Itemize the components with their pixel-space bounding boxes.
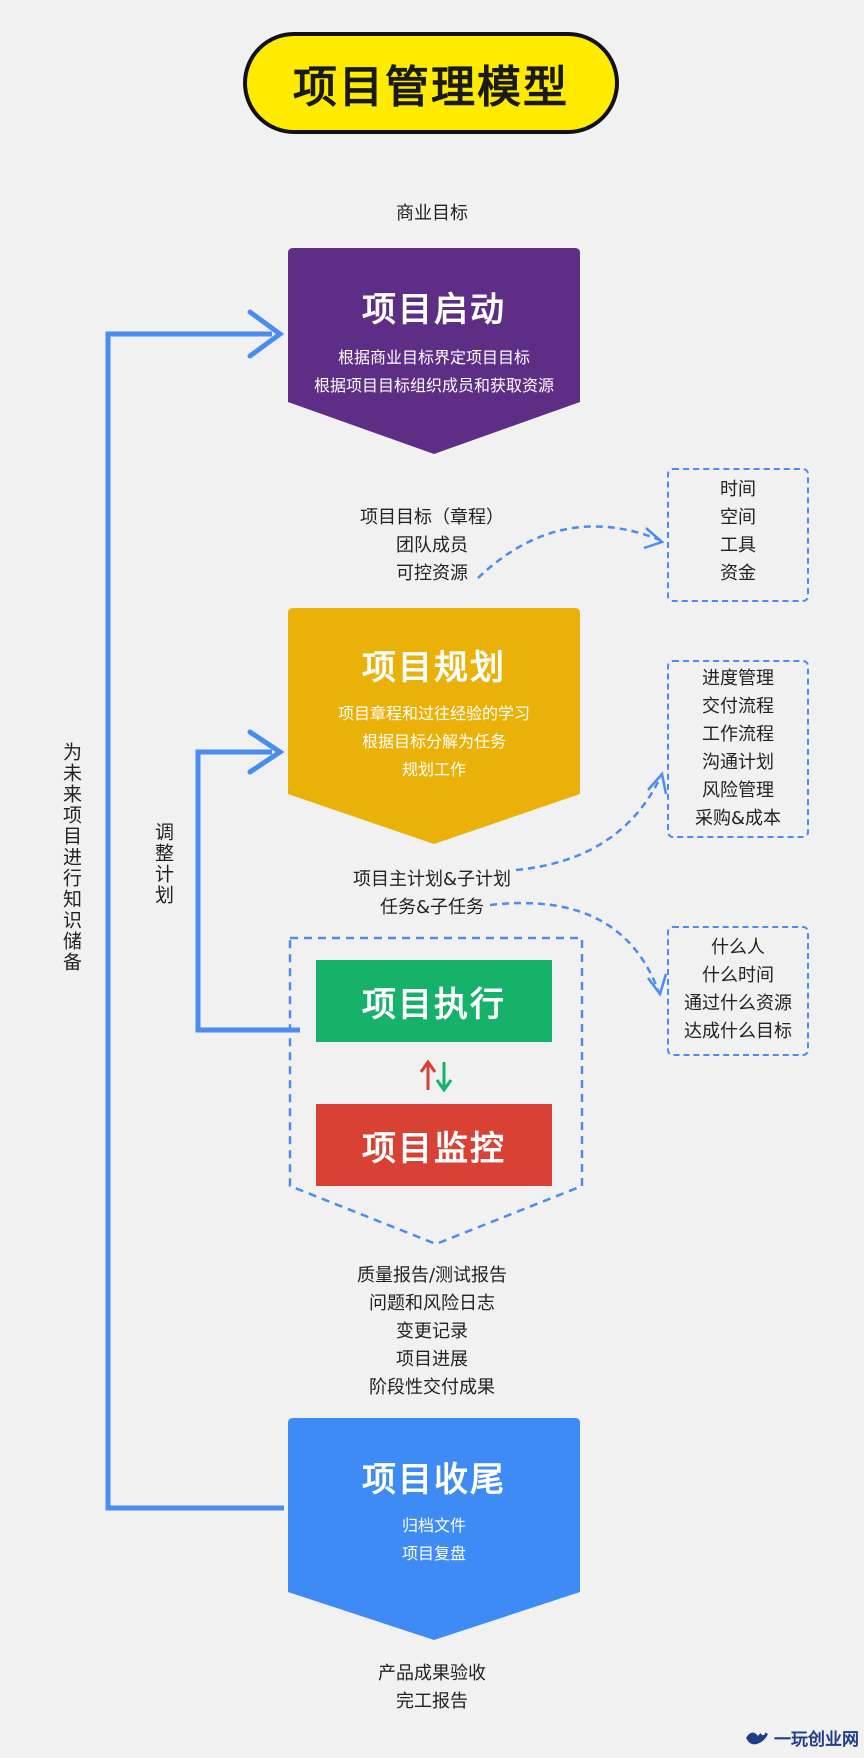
adjust-plan-label: 调整计划 bbox=[152, 822, 174, 906]
closing-output-item: 产品成果验收 bbox=[378, 1663, 486, 1684]
closing-desc-1: 归档文件 bbox=[401, 1516, 466, 1535]
watermark: 一玩创业网 bbox=[735, 1722, 859, 1752]
initiation-output-item: 项目目标（章程） bbox=[360, 507, 504, 528]
stage-closing: 项目收尾 归档文件 项目复盘 bbox=[288, 1418, 580, 1640]
plan-item: 工作流程 bbox=[702, 724, 774, 745]
resource-curve-head bbox=[643, 527, 665, 550]
resource-item: 时间 bbox=[720, 479, 756, 500]
stage-initiation: 项目启动 根据商业目标界定项目目标 根据项目目标组织成员和获取资源 bbox=[288, 248, 580, 454]
resource-item: 空间 bbox=[720, 507, 756, 528]
adjust-plan-line bbox=[195, 749, 300, 1033]
execution-outputs: 质量报告/测试报告 问题和风险日志 变更记录 项目进展 阶段性交付成果 bbox=[312, 1262, 552, 1402]
closing-shape bbox=[288, 1418, 580, 1640]
plan-box: 进度管理 交付流程 工作流程 沟通计划 风险管理 采购&成本 bbox=[667, 660, 809, 838]
initiation-title: 项目启动 bbox=[362, 290, 506, 330]
initiation-desc-2: 根据项目目标组织成员和获取资源 bbox=[313, 376, 554, 395]
plan-item: 进度管理 bbox=[702, 668, 774, 689]
plan-item: 采购&成本 bbox=[694, 808, 782, 829]
execution-output-item: 质量报告/测试报告 bbox=[356, 1265, 508, 1286]
plan-curve-head bbox=[647, 771, 668, 795]
planning-output-item: 项目主计划&子计划 bbox=[352, 869, 512, 890]
down-arrow-icon bbox=[435, 1062, 453, 1093]
task-item: 达成什么目标 bbox=[684, 1021, 792, 1042]
task-item: 通过什么资源 bbox=[684, 993, 792, 1014]
initiation-outputs: 项目目标（章程） 团队成员 可控资源 bbox=[312, 504, 552, 588]
stage-execution: 项目执行 bbox=[316, 960, 552, 1042]
plan-item: 风险管理 bbox=[702, 780, 774, 801]
plan-curve bbox=[515, 777, 662, 872]
knowledge-feedback-arrowhead bbox=[247, 309, 285, 359]
planning-desc-2: 根据目标分解为任务 bbox=[361, 732, 506, 751]
resource-item: 工具 bbox=[720, 535, 756, 556]
execution-monitoring-container bbox=[288, 936, 584, 1246]
execution-output-item: 阶段性交付成果 bbox=[369, 1377, 495, 1398]
task-curve bbox=[489, 901, 660, 991]
execution-output-item: 变更记录 bbox=[396, 1321, 468, 1342]
watermark-text: 一玩创业网 bbox=[774, 1729, 859, 1750]
business-goal-label: 商业目标 bbox=[396, 203, 468, 224]
planning-shape bbox=[288, 608, 580, 844]
resource-item: 资金 bbox=[720, 563, 756, 584]
plan-item: 沟通计划 bbox=[702, 752, 774, 773]
knowledge-feedback-line bbox=[105, 331, 284, 1511]
resource-box: 时间 空间 工具 资金 bbox=[667, 468, 809, 602]
page-title: 项目管理模型 bbox=[243, 32, 619, 134]
stage-monitoring: 项目监控 bbox=[316, 1104, 552, 1186]
execution-output-item: 问题和风险日志 bbox=[369, 1293, 495, 1314]
task-item: 什么时间 bbox=[702, 965, 774, 986]
plan-item: 交付流程 bbox=[702, 696, 774, 717]
closing-desc-2: 项目复盘 bbox=[401, 1544, 466, 1563]
stage-planning: 项目规划 项目章程和过往经验的学习 根据目标分解为任务 规划工作 bbox=[288, 608, 580, 844]
adjust-plan-arrowhead bbox=[247, 729, 285, 775]
execution-output-item: 项目进展 bbox=[396, 1349, 468, 1370]
watermark-logo-icon bbox=[746, 1731, 768, 1745]
planning-title: 项目规划 bbox=[362, 648, 506, 688]
initiation-output-item: 团队成员 bbox=[396, 535, 468, 556]
closing-title: 项目收尾 bbox=[362, 1460, 506, 1500]
task-curve-head bbox=[647, 973, 668, 997]
task-item: 什么人 bbox=[711, 937, 765, 958]
planning-desc-1: 项目章程和过往经验的学习 bbox=[337, 704, 530, 723]
knowledge-feedback-label: 为未来项目进行知识储备 bbox=[60, 742, 82, 973]
resource-curve bbox=[477, 525, 661, 579]
planning-output-item: 任务&子任务 bbox=[379, 897, 485, 918]
closing-output-item: 完工报告 bbox=[396, 1691, 468, 1712]
initiation-shape bbox=[288, 248, 580, 454]
task-box: 什么人 什么时间 通过什么资源 达成什么目标 bbox=[667, 926, 809, 1056]
initiation-output-item: 可控资源 bbox=[396, 563, 468, 584]
up-arrow-icon bbox=[419, 1059, 437, 1090]
closing-outputs: 产品成果验收 完工报告 bbox=[312, 1660, 552, 1716]
planning-outputs: 项目主计划&子计划 任务&子任务 bbox=[312, 866, 552, 922]
planning-desc-3: 规划工作 bbox=[401, 760, 466, 779]
initiation-desc-1: 根据商业目标界定项目目标 bbox=[337, 348, 530, 367]
